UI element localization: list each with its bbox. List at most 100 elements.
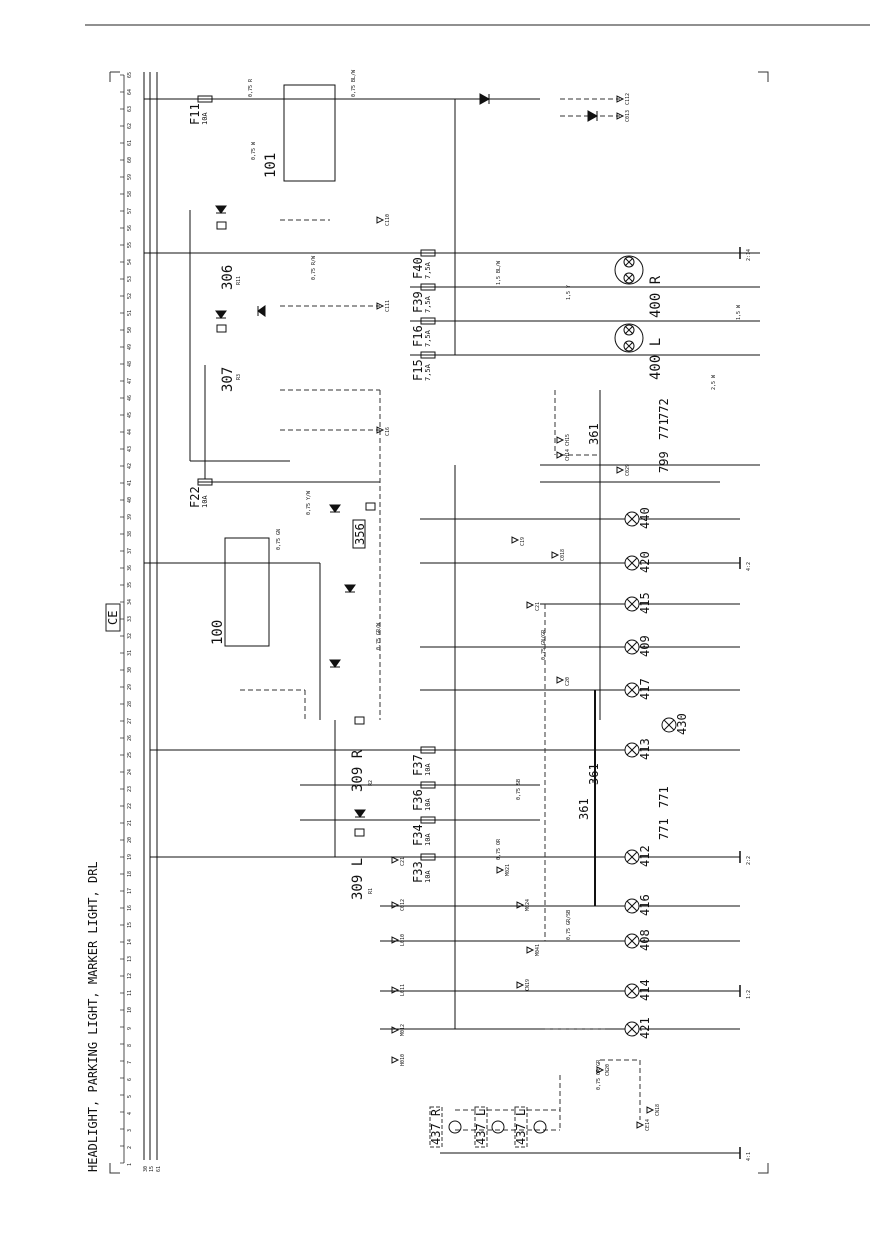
column-number: 59 (127, 174, 133, 180)
relay-356-label: 356 (353, 523, 367, 545)
side-lamp-box-437r (429, 1106, 443, 1148)
column-number: 20 (127, 837, 133, 843)
wire-label: 0,75 GN/GR (541, 629, 547, 660)
supply-rails: 30 15 61 (143, 72, 162, 1172)
column-number: 51 (127, 310, 133, 316)
lamp-label: 421 (638, 1017, 652, 1039)
column-number: 33 (127, 616, 133, 622)
column-number: 55 (127, 242, 133, 248)
fuse-id: F11 (188, 103, 202, 125)
ground-icon: 2:14 (739, 247, 752, 261)
reference-label: CN18 (655, 1104, 661, 1116)
reference-label: C20 (565, 677, 571, 686)
relay-309l-code: R1 (368, 888, 374, 894)
wire-label: 1,5 BL/W (496, 260, 502, 285)
reference-c112: C112 (616, 93, 631, 105)
wire-label: 0,75 GR/W (376, 622, 382, 650)
fuse-id: F36 (411, 789, 425, 811)
region-box: CE (105, 603, 121, 632)
fuse-id: F37 (411, 754, 425, 776)
column-number: 43 (127, 446, 133, 452)
fuse-rating: 10A (424, 833, 432, 846)
reference-label: C018 (560, 549, 566, 561)
reference-c012: C012 (391, 899, 406, 911)
fuse-rating: 10A (201, 112, 209, 125)
reference-c20: C20 (556, 676, 571, 686)
column-number: 17 (127, 888, 133, 894)
column-number: 60 (127, 157, 133, 163)
column-number: 42 (127, 463, 133, 469)
lamp-label: 414 (638, 979, 652, 1001)
column-number: 48 (127, 361, 133, 367)
diodes (215, 93, 599, 818)
column-number: 9 (127, 1027, 133, 1030)
reference-label: C112 (625, 93, 631, 105)
column-number: 47 (127, 378, 133, 384)
switch-100-label: 100 (210, 620, 226, 645)
fuse-id: F16 (411, 325, 425, 347)
reference-label: L010 (400, 934, 406, 946)
reference-cn20: CN20 (596, 1064, 611, 1076)
lamp-440-icon: 440 (624, 507, 652, 529)
reference-label: C21 (400, 857, 406, 866)
reference-c111: C111 (376, 300, 391, 312)
reference-c110: C110 (376, 214, 391, 226)
lamp-417-icon: 417 (624, 678, 652, 700)
column-number: 6 (127, 1078, 133, 1081)
fuse-id: F40 (411, 257, 425, 279)
side-lamp-box-437l-2 (514, 1106, 528, 1148)
lamp-421-icon: 421 (624, 1017, 652, 1039)
reference-c19: C19 (511, 536, 526, 546)
column-number: 39 (127, 514, 133, 520)
relay-307-coil (216, 324, 227, 333)
feeder-wires (144, 98, 760, 1154)
relay-306-label: 306 (220, 265, 236, 290)
reference-m024: M024 (516, 899, 531, 911)
reference-c21: C21 (391, 856, 406, 866)
column-number: 18 (127, 871, 133, 877)
fuse-id: F22 (188, 486, 202, 508)
fuse-rating: 7,5A (424, 329, 432, 347)
reference-l011: L011 (391, 984, 406, 996)
lamp-420-icon: 420 (624, 551, 652, 573)
reference-label: CN20 (605, 1064, 611, 1076)
ground-label: 2:2 (746, 856, 752, 865)
reference-label: C012 (400, 899, 406, 911)
lamp-409-icon: 409 (624, 635, 652, 657)
connector-772: 772 (657, 398, 671, 420)
reference-c013: C013 (616, 110, 631, 122)
ground-label: 4:1 (746, 1152, 752, 1161)
headlamps: 400 R 400 L (614, 255, 664, 380)
reference-m041: M041 (526, 944, 541, 956)
ground-label: 1:2 (746, 990, 752, 999)
lamp-label: 408 (638, 929, 652, 951)
relay-306-code: R11 (236, 276, 242, 285)
switches: 101 100 (210, 84, 336, 647)
reference-label: M024 (525, 899, 531, 911)
fuse-id: F39 (411, 291, 425, 313)
relay-307-code: R3 (236, 374, 242, 380)
column-number: 32 (127, 633, 133, 639)
column-number: 38 (127, 531, 133, 537)
reference-label: C16 (385, 427, 391, 436)
wire-label: 1,5 Y (566, 285, 572, 300)
connector-771-c: 771 (657, 418, 671, 440)
switch-101-label: 101 (263, 153, 279, 178)
side-lamp-437r-icon (448, 1120, 462, 1134)
rail-label-61: 61 (156, 1166, 162, 1172)
fuse-id: F15 (411, 359, 425, 381)
lamp-label: 417 (638, 678, 652, 700)
column-number: 19 (127, 854, 133, 860)
column-number: 57 (127, 208, 133, 214)
reference-ce14: CE14 (636, 1119, 651, 1131)
column-number: 1 (127, 1163, 133, 1166)
connector-361-a: 361 (587, 423, 601, 445)
grounds: 4:12:21:22:144:2 (739, 247, 752, 1161)
reference-label: CH15 (565, 434, 571, 446)
column-number: 13 (127, 956, 133, 962)
